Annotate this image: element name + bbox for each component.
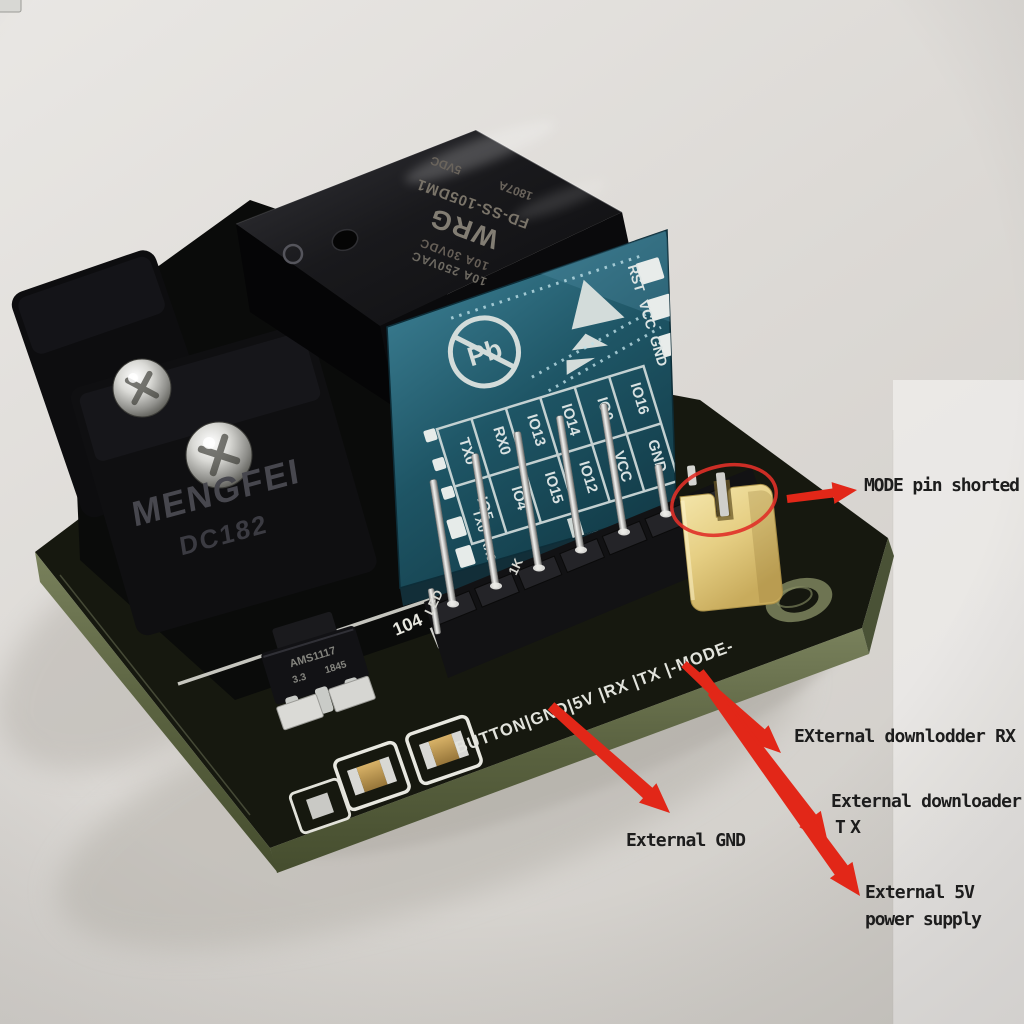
annotation-label-mode: MODE pin shorted [864,475,1020,496]
smd-resistor [328,675,376,713]
annotation-arrow-gnd [547,702,670,813]
annotation-label-rx: EXternal downlodder RX [794,726,1016,747]
esd-warning-icon [566,279,625,375]
pcb-right-edge [862,538,894,654]
annotation-label-tx-1: External downloader [831,791,1022,812]
header-pins [427,403,670,635]
smd-cap-box [288,777,352,835]
pcb-left-edge [35,552,278,873]
esp-edge-label-rst: RST [625,263,649,295]
annotation-layer: MODE pin shorted EXternal downlodder RX … [547,463,1022,930]
esp-sheen [495,230,676,332]
relay-left-face [236,224,396,408]
relay-circle-mark [282,243,304,265]
relay-hole [331,228,359,252]
smd-resistor [0,0,22,13]
relay-edge-glint [235,129,477,225]
annotation-arrow-5v [707,689,860,896]
annotation-label-5v-2: power supply [865,909,982,930]
relay-glare [405,120,555,184]
screw-icon [185,421,253,489]
edge-highlight [59,574,251,816]
regulator-text-2: 3.3 [291,671,308,686]
jumper-highlight [680,500,695,601]
smd-cap-box [405,714,483,786]
relay-top-face [236,130,622,326]
relay-glare [513,180,607,220]
antenna-dots [450,255,662,393]
silk-1k-label: 1K [505,555,526,577]
jumper-shade [747,490,783,604]
jumper-cap [679,465,783,612]
annotation-arrow-mode [786,482,857,504]
pcb-front-edge [270,628,869,873]
annotation-label-5v-1: External 5V [865,882,975,903]
solder-pads [447,510,672,608]
annotation-label-gnd: External GND [626,830,746,851]
jumper-pin-tip [715,472,730,517]
screw-icon [112,358,172,418]
smd-resistor [276,693,324,731]
mode-highlight-ellipse [670,463,778,537]
